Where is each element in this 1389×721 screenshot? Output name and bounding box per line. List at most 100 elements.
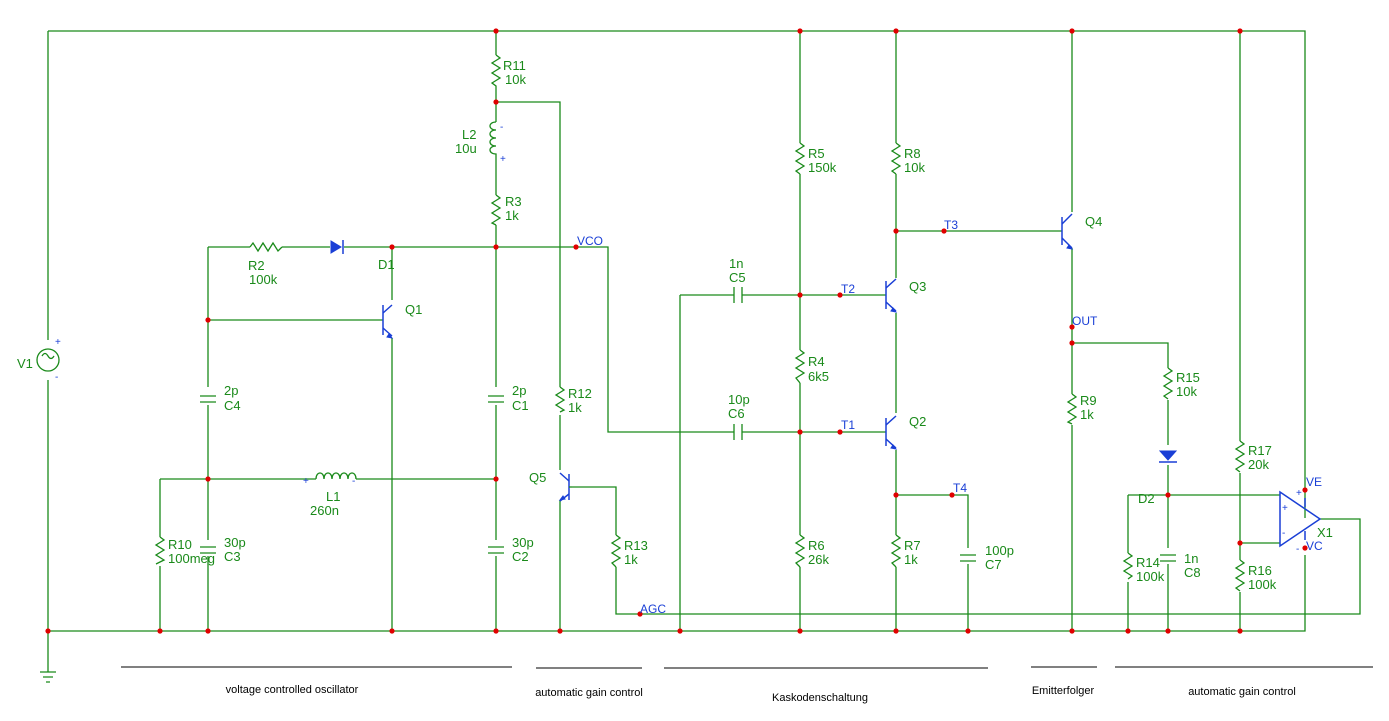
net-t3: T3 bbox=[944, 218, 958, 232]
r12-ref: R12 bbox=[568, 386, 592, 401]
r4-ref: R4 bbox=[808, 354, 825, 369]
section-vco: voltage controlled oscillator bbox=[226, 684, 359, 696]
r9-value: 1k bbox=[1080, 407, 1094, 422]
resistor-r4 bbox=[794, 349, 806, 384]
section-emitterfolger: Emitterfolger bbox=[1032, 685, 1095, 697]
r13-value: 1k bbox=[624, 552, 638, 567]
net-out: OUT bbox=[1072, 314, 1098, 328]
r15-value: 10k bbox=[1176, 384, 1197, 399]
capacitor-c4 bbox=[200, 395, 216, 403]
capacitor-c2 bbox=[488, 546, 504, 554]
c3-ref: C3 bbox=[224, 549, 241, 564]
v1-label: V1 bbox=[17, 356, 33, 371]
r8-value: 10k bbox=[904, 160, 925, 175]
resistor-r12 bbox=[554, 386, 566, 413]
resistor-r8 bbox=[890, 142, 902, 175]
svg-text:+: + bbox=[500, 154, 506, 165]
r17-ref: R17 bbox=[1248, 443, 1272, 458]
svg-text:+: + bbox=[55, 337, 61, 348]
svg-text:-: - bbox=[352, 476, 355, 487]
resistor-r13 bbox=[610, 534, 622, 568]
c1-ref: C1 bbox=[512, 398, 529, 413]
l2-ref: L2 bbox=[462, 127, 476, 142]
r6-ref: R6 bbox=[808, 538, 825, 553]
resistors bbox=[154, 54, 1246, 592]
net-t4: T4 bbox=[953, 481, 967, 495]
inductors: - + + - bbox=[303, 121, 506, 487]
net-vc: VC bbox=[1306, 539, 1323, 553]
resistor-r5 bbox=[794, 142, 806, 175]
r5-ref: R5 bbox=[808, 146, 825, 161]
net-labels: VCO AGC T2 T1 T3 T4 OUT VE VC bbox=[577, 218, 1323, 616]
d2-ref: D2 bbox=[1138, 491, 1155, 506]
r11-ref: R11 bbox=[503, 58, 526, 73]
r8-ref: R8 bbox=[904, 146, 921, 161]
transistor-q1 bbox=[382, 304, 394, 339]
c2-ref: C2 bbox=[512, 549, 529, 564]
transistor-q3 bbox=[885, 278, 898, 313]
c1-value: 2p bbox=[512, 383, 526, 398]
ground-icon bbox=[40, 671, 56, 683]
svg-text:-: - bbox=[1282, 528, 1285, 539]
capacitors bbox=[200, 287, 1176, 562]
r4-value: 6k5 bbox=[808, 369, 829, 384]
r2-ref: R2 bbox=[248, 258, 265, 273]
q5-ref: Q5 bbox=[529, 470, 546, 485]
r3-ref: R3 bbox=[505, 194, 522, 209]
inductor-l2 bbox=[489, 121, 497, 160]
c8-value: 1n bbox=[1184, 551, 1198, 566]
transistor-q4 bbox=[1061, 213, 1074, 250]
resistor-r14 bbox=[1122, 552, 1134, 580]
net-t1: T1 bbox=[841, 418, 855, 432]
diodes bbox=[330, 240, 1178, 463]
q2-ref: Q2 bbox=[909, 414, 926, 429]
component-labels: R11 10k L2 10u R3 1k R2 100k D1 Q1 2p C4… bbox=[168, 58, 1333, 592]
l1-ref: L1 bbox=[326, 489, 340, 504]
junctions bbox=[45, 28, 1308, 634]
c7-value: 100p bbox=[985, 543, 1014, 558]
section-agc-2: automatic gain control bbox=[1188, 686, 1296, 698]
l2-value: 10u bbox=[455, 141, 477, 156]
c3-value: 30p bbox=[224, 535, 246, 550]
q4-ref: Q4 bbox=[1085, 214, 1102, 229]
capacitor-c5 bbox=[733, 287, 743, 303]
wires bbox=[47, 30, 1361, 672]
voltage-source-v1: + - V1 bbox=[17, 337, 61, 383]
capacitor-c8 bbox=[1160, 554, 1176, 562]
r15-ref: R15 bbox=[1176, 370, 1200, 385]
section-kaskode: Kaskodenschaltung bbox=[772, 692, 868, 704]
capacitor-c6 bbox=[733, 424, 743, 440]
resistor-r17 bbox=[1234, 440, 1246, 473]
c5-value: 1n bbox=[729, 256, 743, 271]
r2-value: 100k bbox=[249, 272, 278, 287]
c5-ref: C5 bbox=[729, 270, 746, 285]
c4-ref: C4 bbox=[224, 398, 241, 413]
r14-ref: R14 bbox=[1136, 555, 1160, 570]
capacitor-c7 bbox=[960, 554, 976, 562]
q3-ref: Q3 bbox=[909, 279, 926, 294]
opamp-x1: + - + - bbox=[1279, 488, 1322, 555]
inductor-l1 bbox=[315, 472, 357, 480]
r10-value: 100meg bbox=[168, 551, 215, 566]
resistor-r15 bbox=[1162, 367, 1174, 400]
r5-value: 150k bbox=[808, 160, 837, 175]
c7-ref: C7 bbox=[985, 557, 1002, 572]
r7-value: 1k bbox=[904, 552, 918, 567]
r3-value: 1k bbox=[505, 208, 519, 223]
svg-text:+: + bbox=[1296, 488, 1302, 499]
c2-value: 30p bbox=[512, 535, 534, 550]
c6-ref: C6 bbox=[728, 406, 745, 421]
section-agc-1: automatic gain control bbox=[535, 687, 643, 699]
r7-ref: R7 bbox=[904, 538, 921, 553]
r16-value: 100k bbox=[1248, 577, 1277, 592]
diode-d2 bbox=[1158, 450, 1178, 463]
r9-ref: R9 bbox=[1080, 393, 1097, 408]
capacitor-c3 bbox=[200, 546, 216, 554]
c8-ref: C8 bbox=[1184, 565, 1201, 580]
svg-text:-: - bbox=[1296, 544, 1299, 555]
l1-value: 260n bbox=[310, 503, 339, 518]
resistor-r2 bbox=[249, 241, 283, 253]
r16-ref: R16 bbox=[1248, 563, 1272, 578]
c4-value: 2p bbox=[224, 383, 238, 398]
